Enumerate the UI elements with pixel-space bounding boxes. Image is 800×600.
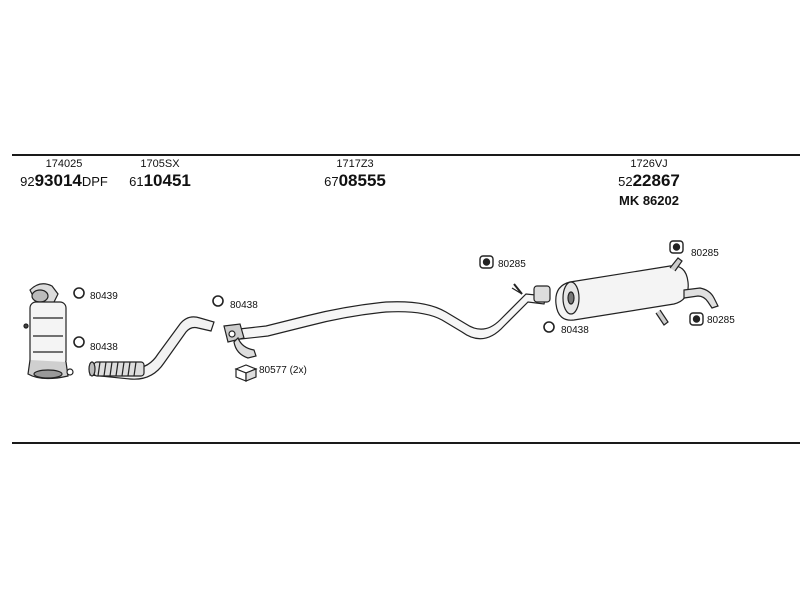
top-rule <box>12 154 800 156</box>
clamp-80438-label-3: 80438 <box>561 325 589 336</box>
catalyst-part-header: 174025 9293014DPF <box>14 158 114 191</box>
front-pipe-ref-code: 1705SX <box>140 158 180 170</box>
hanger-80285-label-3: 80285 <box>707 315 735 326</box>
hanger-80285-label-2: 80285 <box>691 248 719 259</box>
rear-silencer-part-header: 1726VJ 5222867 MK 86202 <box>604 158 694 208</box>
gasket-80577-label: 80577 (2x) <box>259 365 307 376</box>
middle-pipe-part-header: 1717Z3 6708555 <box>315 158 395 191</box>
rear-silencer <box>555 257 719 326</box>
hanger-80285-label-1: 80285 <box>498 259 526 270</box>
catalytic-converter-dpf <box>23 283 74 380</box>
rubber-hanger-icon <box>479 240 704 326</box>
mounting-kit-number: MK 86202 <box>619 193 679 208</box>
rear-silencer-part-number: 5222867 <box>618 171 680 190</box>
clamp-80438-label-2: 80438 <box>230 300 258 311</box>
clamp-80439-label: 80439 <box>90 291 118 302</box>
catalyst-part-number: 9293014DPF <box>20 171 108 190</box>
front-pipe-part-header: 1705SX 6110451 <box>120 158 200 191</box>
rear-silencer-ref-code: 1726VJ <box>630 158 668 170</box>
middle-pipe-ref-code: 1717Z3 <box>336 158 374 170</box>
front-pipe <box>88 316 215 380</box>
catalyst-ref-code: 174025 <box>45 158 83 170</box>
gasket-icon <box>234 364 258 382</box>
front-pipe-part-number: 6110451 <box>129 171 191 190</box>
middle-pipe-part-number: 6708555 <box>324 171 386 190</box>
clamp-80438-label-1: 80438 <box>90 342 118 353</box>
clamp-icon <box>73 287 555 348</box>
middle-pipe <box>223 283 551 359</box>
bottom-rule <box>12 442 800 444</box>
